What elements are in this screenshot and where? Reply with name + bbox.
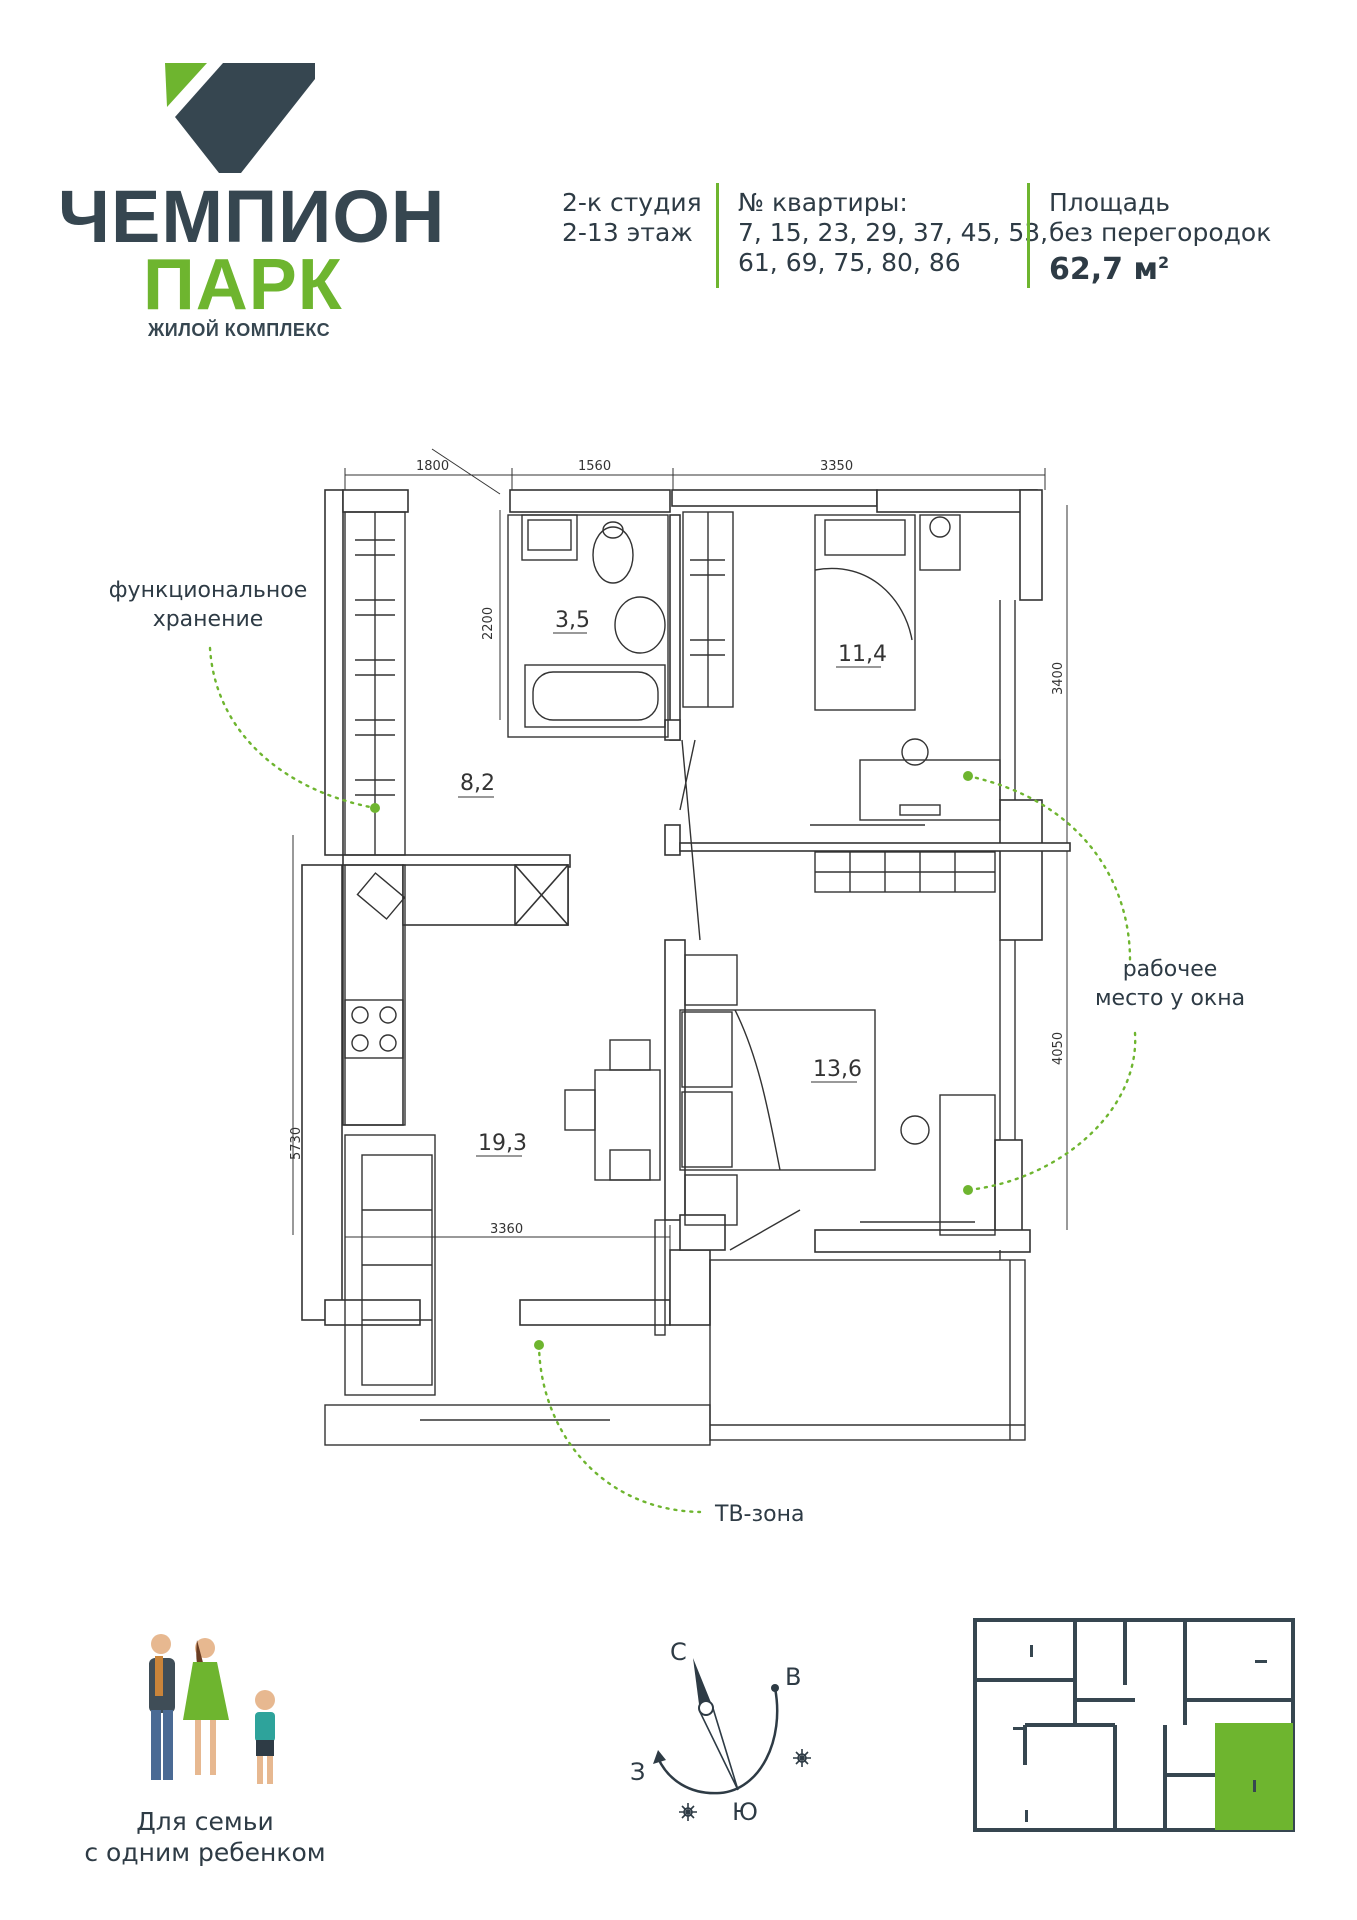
family-caption-line1: Для семьи — [136, 1807, 274, 1836]
area-bedroom1: 11,4 — [838, 642, 887, 667]
apartment-type-label: 2-к студия — [562, 188, 702, 217]
building-key-plan — [973, 1618, 1295, 1832]
dim-top-left: 1800 — [416, 459, 449, 474]
family-caption: Для семьи с одним ребенком — [60, 1806, 350, 1868]
area-value: 62,7 м2 — [1049, 248, 1271, 285]
area-label-line1: Площадь — [1049, 188, 1170, 217]
logo-mark — [165, 63, 315, 173]
highlighted-apartment — [1215, 1723, 1293, 1830]
dim-right-upper: 3400 — [1051, 662, 1066, 695]
apartment-numbers-line2: 61, 69, 75, 80, 86 — [738, 248, 961, 277]
dim-right-lower: 4050 — [1051, 1032, 1066, 1065]
area-hall: 8,2 — [460, 771, 495, 796]
compass-south: Ю — [732, 1798, 758, 1826]
callout-workplace-line2: место у окна — [1094, 986, 1246, 1011]
divider — [716, 183, 719, 288]
compass-north: С — [670, 1638, 687, 1666]
brand-name-line1: ЧЕМПИОН — [58, 175, 446, 258]
compass-west: З — [630, 1758, 645, 1786]
dim-bottom: 3360 — [490, 1222, 523, 1237]
dim-top-right: 3350 — [820, 459, 853, 474]
area-label-line2: без перегородок — [1049, 218, 1272, 247]
area-value-text: 62,7 м — [1049, 252, 1158, 287]
area-living: 19,3 — [478, 1131, 527, 1156]
callout-workplace-line1: рабочее — [1122, 957, 1218, 982]
dim-top-mid: 1560 — [578, 459, 611, 474]
dim-bath-height: 2200 — [481, 607, 496, 640]
callout-storage-line2: хранение — [152, 607, 264, 632]
compass-east: В — [785, 1663, 801, 1691]
callout-storage-line1: функциональное — [108, 578, 308, 603]
apartment-type: 2-к студия 2-13 этаж — [562, 188, 702, 248]
apartment-numbers-label: № квартиры: — [738, 188, 908, 217]
apartment-area: Площадь без перегородок 62,7 м2 — [1049, 188, 1271, 285]
divider — [1027, 183, 1030, 288]
area-bathroom: 3,5 — [555, 608, 590, 633]
dim-left-height: 5730 — [289, 1127, 304, 1160]
family-illustration — [149, 1634, 275, 1784]
brand-name-line2: ПАРК — [143, 245, 343, 325]
sun-icon — [679, 1803, 697, 1821]
callout-tv: ТВ-зона — [715, 1500, 835, 1529]
family-caption-line2: с одним ребенком — [84, 1838, 326, 1867]
brand-tagline: ЖИЛОЙ КОМПЛЕКС — [148, 320, 331, 340]
area-unit-sup: 2 — [1157, 253, 1170, 272]
apartment-numbers: № квартиры: 7, 15, 23, 29, 37, 45, 53, 6… — [738, 188, 1048, 278]
callout-storage: функциональное хранение — [88, 576, 328, 634]
callout-workplace: рабочее место у окна — [1070, 955, 1270, 1013]
area-bedroom2: 13,6 — [813, 1057, 862, 1082]
apartment-floors: 2-13 этаж — [562, 218, 693, 247]
apartment-numbers-line1: 7, 15, 23, 29, 37, 45, 53, — [738, 218, 1049, 247]
callout-tv-text: ТВ-зона — [715, 1502, 805, 1527]
compass: С В Ю З — [630, 1638, 811, 1826]
sun-icon — [793, 1749, 811, 1767]
